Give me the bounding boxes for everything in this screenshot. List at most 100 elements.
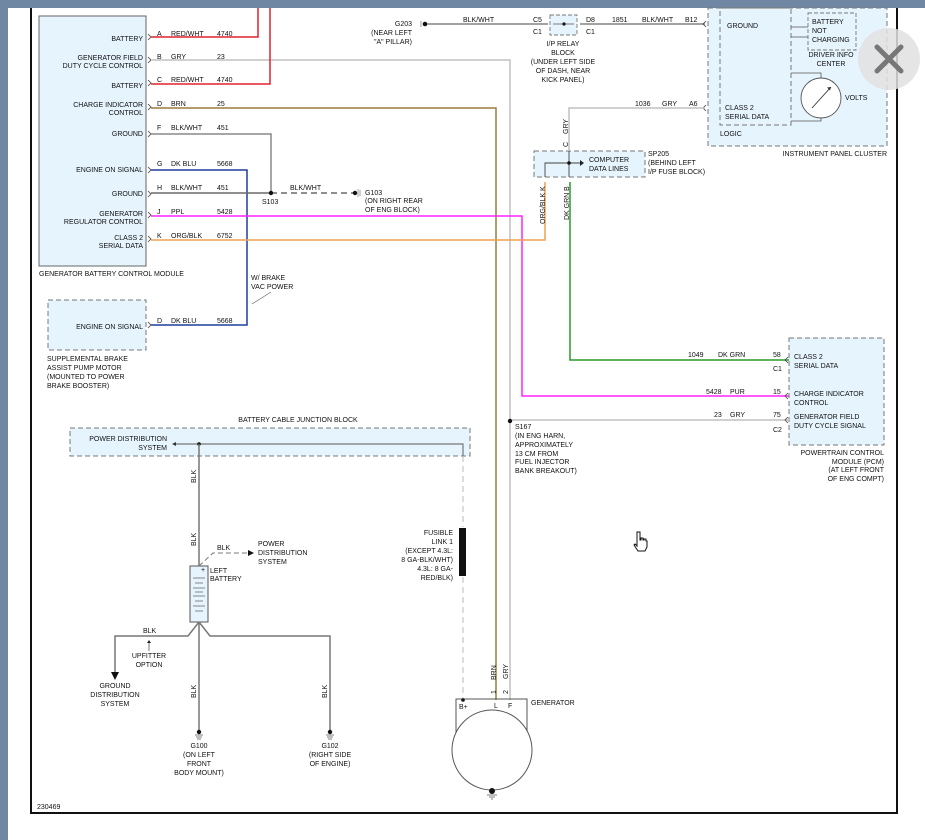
s167-line6: BANK BREAKOUT) [515,468,577,475]
sp205-node [567,161,571,165]
diagram-id-code: 230469 [37,804,60,811]
sp205-splice-pack [533,150,646,178]
ipc-volts-leads [791,72,822,122]
pcm-row2-color: PUR [730,389,745,396]
generator-ground-dot [489,788,495,794]
circuit-k: 6752 [217,233,233,240]
close-button[interactable] [858,28,920,90]
fusible-line5: 4.3L: 8 GA- [417,566,453,573]
wire-color-k: ORG/BLK [171,233,202,240]
wire-color-h: BLK/WHT [171,185,203,192]
s167-line2: (IN ENG HARN, [515,433,565,440]
ip-relay-caption-1: I/P RELAY [547,41,580,48]
fusible-line1: FUSIBLE [424,530,454,537]
wire-color-f: BLK/WHT [171,125,203,132]
g102-line1: G102 [321,743,338,750]
ip-relay-caption-4: OF DASH, NEAR [536,68,590,75]
generator-symbol [451,709,533,791]
ground-g102-symbol [326,734,334,740]
pin-h: H [157,185,162,192]
s167-line4: 13 CM FROM [515,451,558,458]
ipc-dic-line1: DRIVER INFO [808,52,854,59]
wire-org-blk-k [151,182,546,241]
wire-dk-grn-1049 [569,182,790,361]
splice-s167-dot [507,418,513,424]
pcm-row2-pin: 15 [773,389,781,396]
ipc-class2-label2: SERIAL DATA [725,114,770,121]
gbcm-pin-labels: BATTERY GENERATOR FIELD DUTY CYCLE CONTR… [63,36,144,250]
sp205-left-pin: K [540,186,547,191]
ipc-ground-label: GROUND [727,23,758,30]
pcm-row1-label2: SERIAL DATA [794,363,839,370]
junction-block-title: BATTERY CABLE JUNCTION BLOCK [238,417,358,424]
sp205-top-pin: C [563,142,570,147]
g102-wire-blk: BLK [322,684,329,698]
splice-s103-wire-color: BLK/WHT [290,185,322,192]
upfitter-arrow [147,640,151,643]
ground-dist-arrow [111,672,119,680]
pin-a: A [157,31,162,38]
wire-color-c: RED/WHT [171,77,204,84]
ipc-dic-line2: CENTER [817,61,846,68]
relay-pin-c1-left: C1 [533,29,542,36]
gen-pin2: 2 [503,690,510,694]
brake-pump-signal-label: ENGINE ON SIGNAL [76,324,143,331]
wire-red-wht-a [151,8,259,38]
s167-line5: FUEL INJECTOR [515,459,569,466]
ipc-volts-label: VOLTS [845,95,868,102]
generator-f: F [508,703,512,710]
wire-dk-blu-g [151,169,248,326]
ip-relay-caption-5: KICK PANEL) [541,77,584,84]
pcm-caption-3: (AT LEFT FRONT [828,467,884,474]
wire-ppl-j [151,215,790,397]
pds-line1: POWER [258,541,284,548]
ipc-top-pin: B12 [685,17,698,24]
window-edge-top [8,0,925,8]
g102-line2: (RIGHT SIDE [309,752,352,759]
ground-g100-dot [196,729,202,735]
ground-g203-line1: G203 [395,21,412,28]
pcm-connectors [784,356,789,424]
wire-brn-d [151,107,497,700]
ipc-warning-leads [791,26,808,38]
circuit-c: 4740 [217,77,233,84]
ipc-warning-line1: BATTERY [812,19,844,26]
brake-pump-circuit: 5668 [217,318,233,325]
ipc-top-color: BLK/WHT [642,17,674,24]
ipc-needle-tip [827,87,831,91]
battery-label2: BATTERY [210,576,242,583]
gbcm-module-box [38,15,147,267]
wire-color-g: DK BLU [171,161,196,168]
pcm-row1-conn: C1 [773,366,782,373]
sp205-arrow [580,160,584,166]
gbcm-pin-j-label2: REGULATOR CONTROL [64,219,143,226]
pcm-row1-label1: CLASS 2 [794,354,823,361]
ipc-logic-box [719,7,792,126]
hand-cursor-icon [632,531,650,553]
ipc-data-color: GRY [662,101,677,108]
ipc-voltmeter-needle [811,86,832,109]
ground-g103-symbol [357,189,361,197]
g100-line1: G100 [190,743,207,750]
pin-f: F [157,125,161,132]
close-icon [874,44,904,74]
pds-line3: SYSTEM [258,559,287,566]
battery-plus: + [201,567,205,574]
pin-b: B [157,54,162,61]
pcm-row2-label2: CONTROL [794,400,828,407]
fusible-line2: LINK 1 [432,539,454,546]
junction-arrow [172,442,176,446]
g102-line3: OF ENGINE) [310,761,351,768]
gen-pin1: 1 [491,690,498,694]
ground-g100-symbol [195,734,203,740]
gbcm-pin-b-label: GENERATOR FIELD [78,55,143,62]
brake-pump-wire-color: DK BLU [171,318,196,325]
brake-pump-bracket [147,321,152,329]
gbcm-wire-labels: A RED/WHT 4740 B GRY 23 C RED/WHT 4740 D… [157,31,233,240]
gen-pin1-color: BRN [491,665,498,680]
circuit-j: 5428 [217,209,233,216]
wire-color-j: PPL [171,209,184,216]
ground-dist-line2: DISTRIBUTION [90,692,139,699]
window-edge-left [0,0,8,840]
